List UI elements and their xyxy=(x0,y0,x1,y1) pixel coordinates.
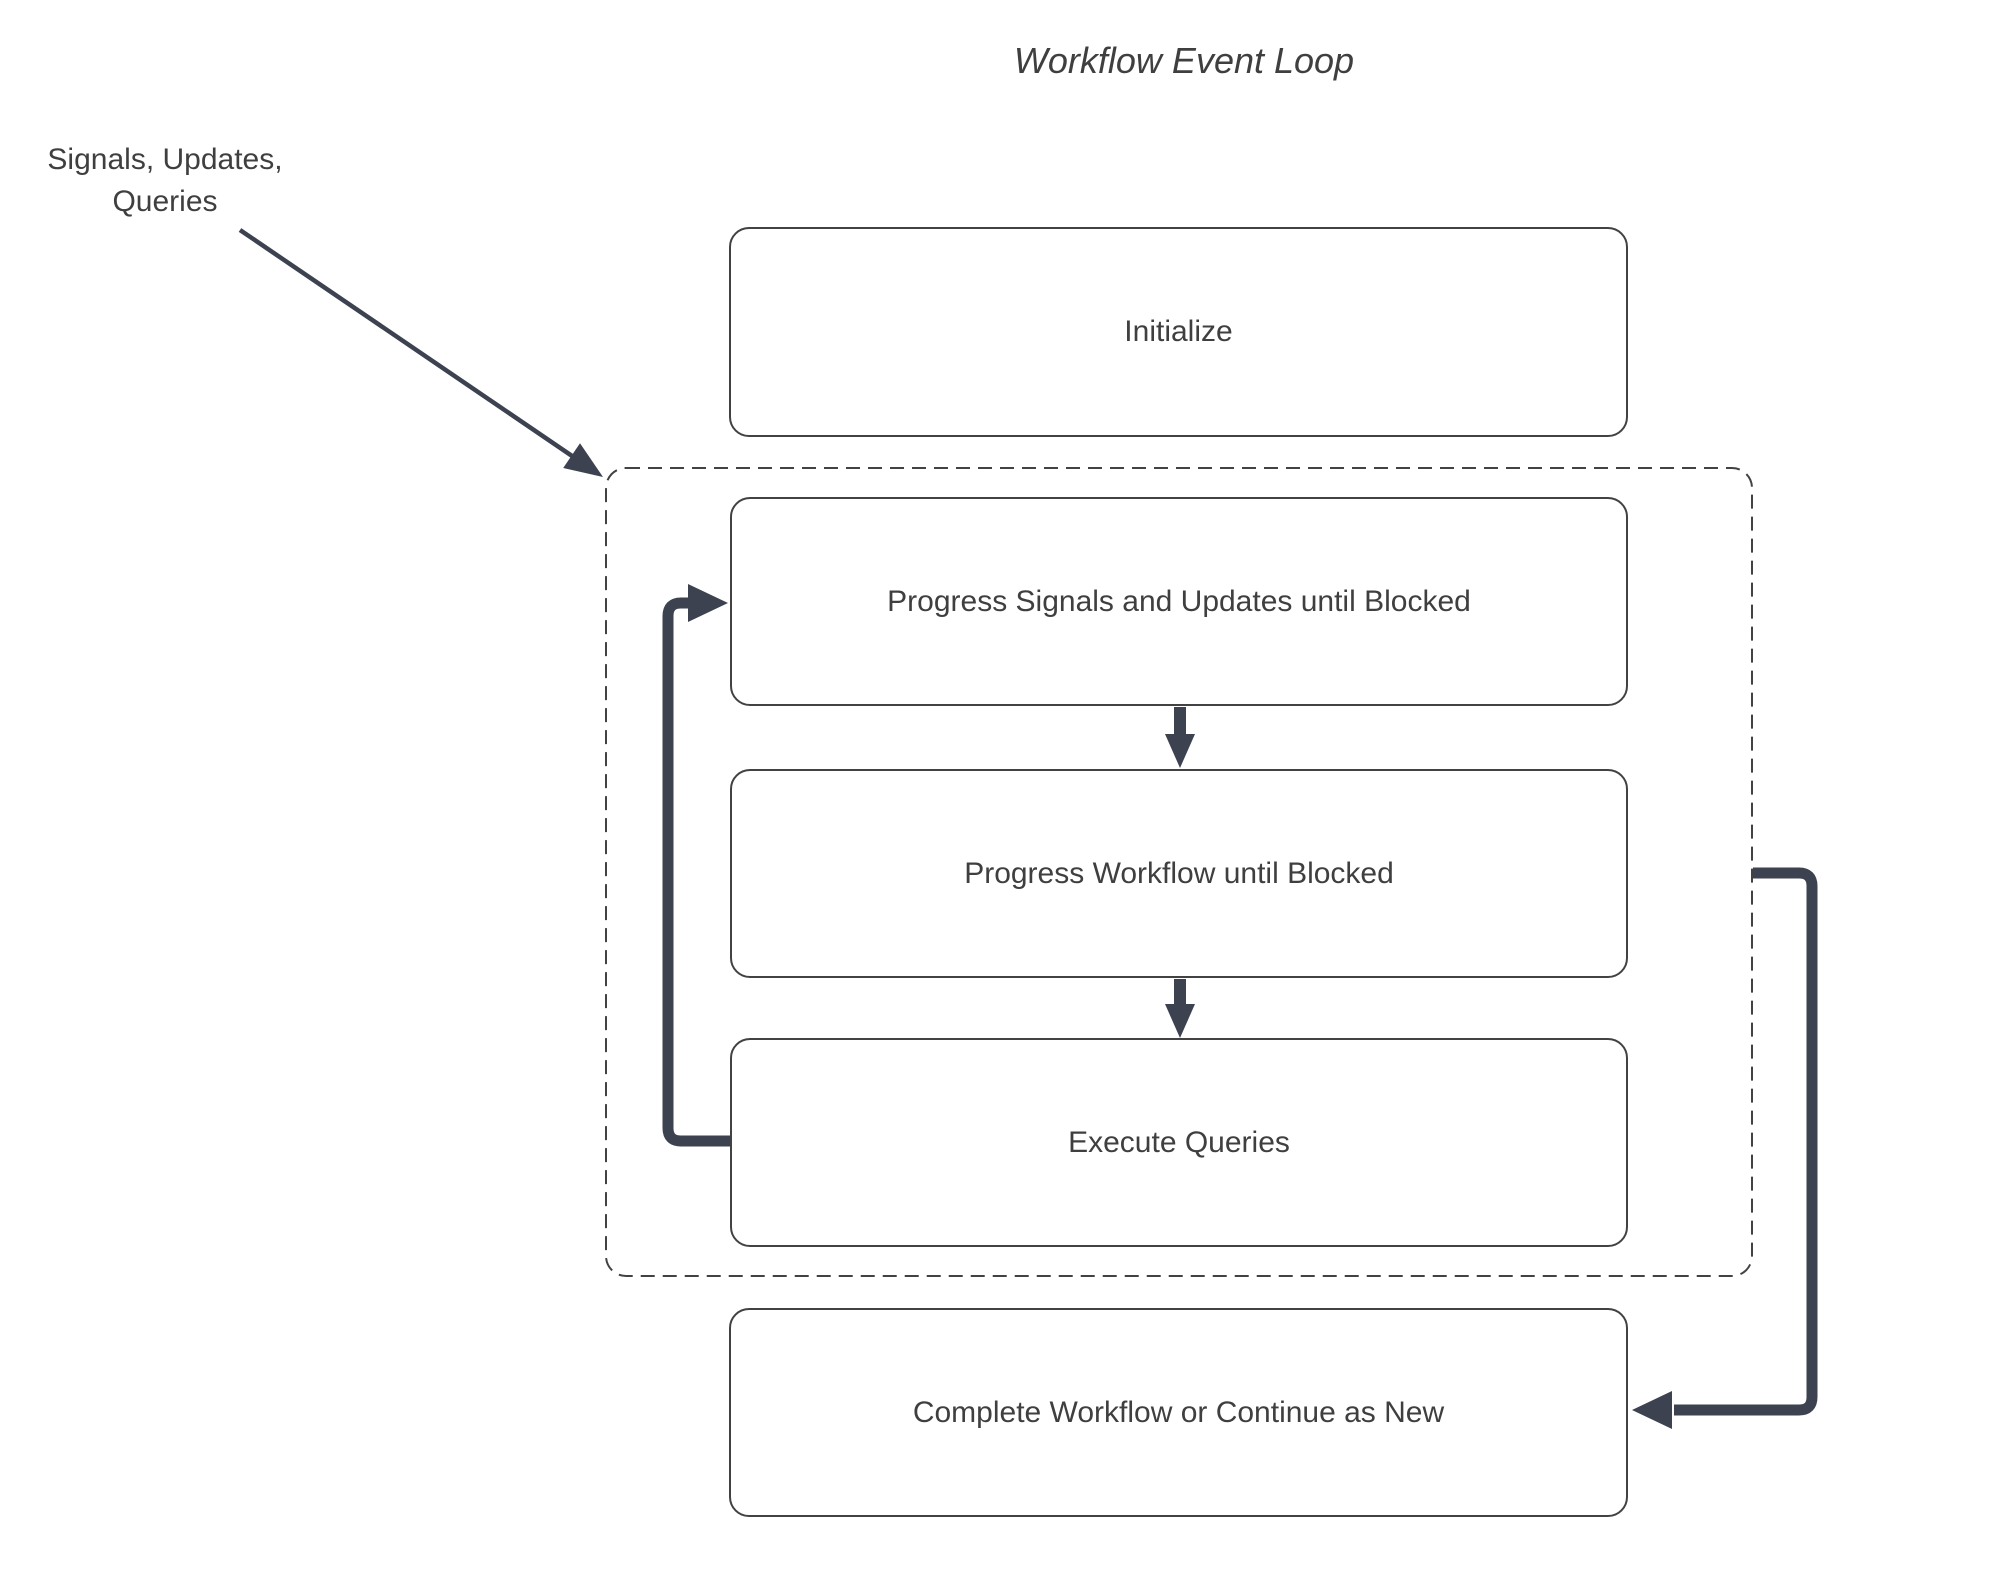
node-initialize: Initialize xyxy=(729,227,1628,437)
node-label: Complete Workflow or Continue as New xyxy=(912,1395,1445,1429)
arrow-progress-workflow-to-execute-queries xyxy=(1165,979,1195,1038)
node-label: Execute Queries xyxy=(1068,1125,1290,1159)
diagram-title: Workflow Event Loop xyxy=(1013,40,1355,81)
node-label: Progress Signals and Updates until Block… xyxy=(887,584,1471,618)
node-label: Progress Workflow until Blocked xyxy=(964,856,1394,890)
event-loop-boundary xyxy=(605,467,1753,1277)
exit-arrow xyxy=(1632,867,1818,1429)
signals-input-arrow xyxy=(238,228,603,477)
loop-back-arrow xyxy=(662,584,730,1147)
signals-updates-queries-label: Signals, Updates, Queries xyxy=(30,139,300,223)
node-execute-queries: Execute Queries xyxy=(730,1038,1628,1247)
node-complete-workflow: Complete Workflow or Continue as New xyxy=(729,1308,1628,1517)
label-line-2: Queries xyxy=(112,185,218,218)
node-progress-signals: Progress Signals and Updates until Block… xyxy=(730,497,1628,706)
node-progress-workflow: Progress Workflow until Blocked xyxy=(730,769,1628,978)
label-line-1: Signals, Updates, xyxy=(47,143,283,176)
arrow-progress-signals-to-progress-workflow xyxy=(1165,707,1195,768)
node-label: Initialize xyxy=(1124,315,1233,348)
